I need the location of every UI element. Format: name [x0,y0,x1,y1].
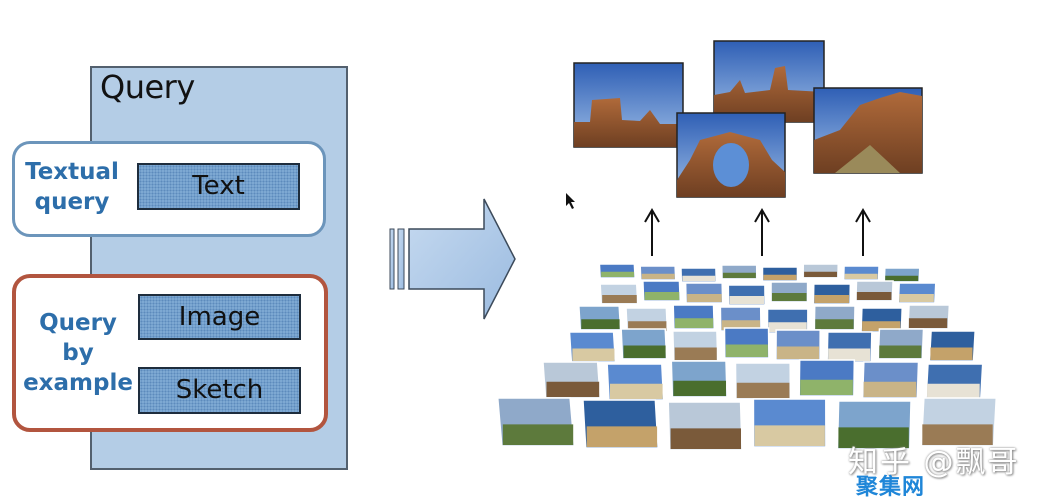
photo-collection [496,263,998,451]
result-photo-2 [713,40,825,123]
collection-photo-ground [930,347,973,360]
collection-photo-ground [814,295,849,303]
collection-photo-ground [856,292,892,300]
collection-photo-ground [502,424,574,445]
collection-photo-ground [844,273,878,279]
collection-photo-ground [602,295,637,303]
collection-photo-ground [546,381,600,397]
query-by-example-label-line2: by [62,340,94,366]
collection-photo-ground [682,275,716,281]
collection-photo-ground [673,380,727,396]
collection-photo-ground [674,318,714,328]
up-arrow-icon [644,208,871,256]
collection-photo-ground [601,271,635,277]
collection-photo-ground [804,271,838,277]
watermark-site: 聚集网 [856,475,926,500]
collection-photo-ground [725,344,768,357]
collection-photo-ground [771,293,807,301]
collection-photo-ground [644,292,680,300]
result-photo-3 [813,87,923,174]
collection-photo-ground [572,348,615,361]
query-by-example-label-line1: Query [39,310,117,336]
collection-photo-ground [623,345,666,358]
watermark-zhihu: 知乎 @飘哥 [848,445,1020,480]
result-photo-4 [676,112,786,198]
text-input-box: Text [137,163,300,210]
collection-photo-ground [863,381,917,397]
query-panel-title: Query [100,68,195,106]
mouse-cursor-icon [566,193,575,209]
textual-query-label-line2: query [34,189,110,215]
collection-photo-ground [927,383,980,399]
collection-photo-ground [736,382,790,398]
image-query-box: Image [138,294,301,340]
collection-photo-ground [674,347,717,360]
sketch-query-box: Sketch [138,367,301,414]
result-photo-1 [573,62,684,148]
textual-query-label-line1: Textual [25,159,119,185]
collection-photo-ground [763,274,797,280]
collection-photo-ground [729,296,765,304]
collection-photo-ground [908,318,948,328]
collection-photo-ground [586,426,658,447]
collection-photo-ground [687,294,722,302]
collection-photo-ground [899,294,934,302]
collection-photo-ground [776,346,820,359]
collection-photo-ground [754,425,825,446]
collection-photo-ground [581,319,620,329]
collection-photo-ground [828,348,871,361]
collection-photo-ground [879,345,922,358]
query-by-example-label-line3: example [23,370,133,396]
collection-photo-ground [609,383,663,399]
collection-photo-ground [885,275,919,281]
collection-photo-ground [670,428,742,449]
collection-photo-ground [800,379,853,395]
collection-photo-ground [641,273,675,279]
textual-query-label: Textual query [16,157,128,217]
collection-photo-ground [722,272,756,278]
collection-photo-ground [922,424,993,445]
query-by-example-label: Query by example [16,308,140,398]
collection-photo-ground [815,319,854,329]
collection-photo-ground [838,427,909,448]
